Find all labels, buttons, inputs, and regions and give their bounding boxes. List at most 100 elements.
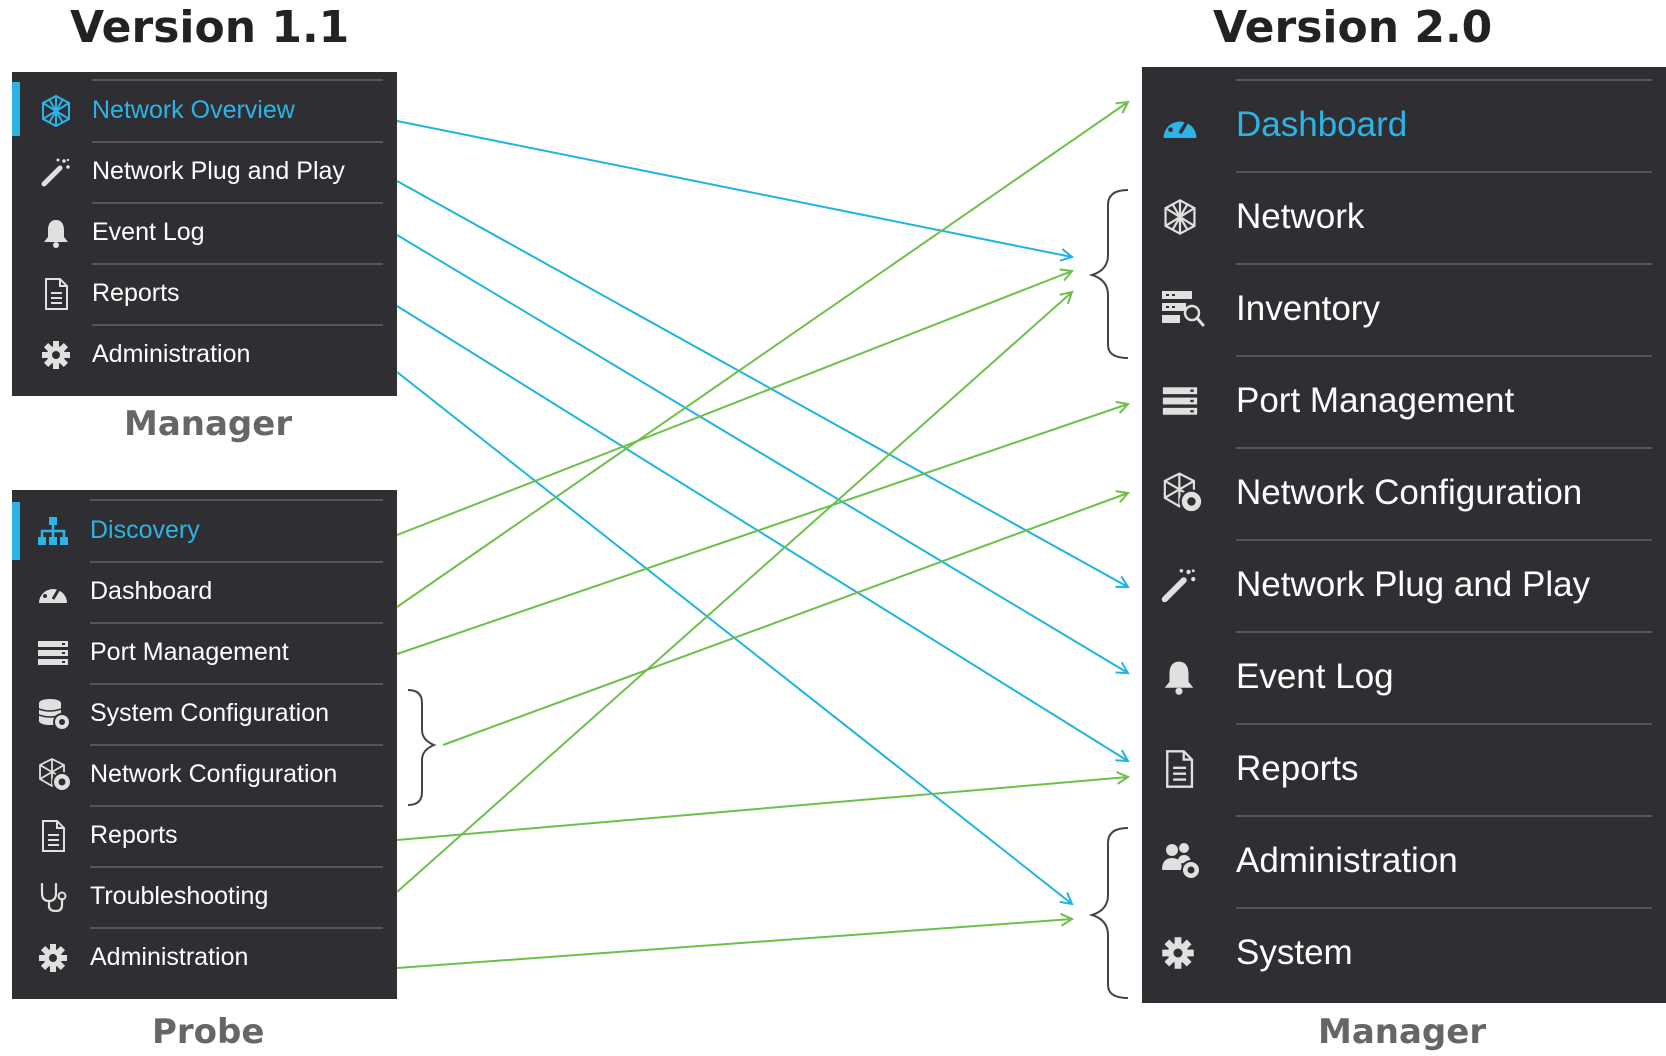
arrow-discovery — [396, 271, 1072, 536]
menu-item-label: System Configuration — [90, 699, 330, 727]
menu-item-administration[interactable]: Administration — [12, 324, 397, 385]
separator — [90, 744, 383, 746]
port-rack-icon — [36, 639, 70, 667]
menu-item-reports[interactable]: Reports — [12, 263, 397, 324]
document-icon — [40, 277, 72, 311]
menu-item-network-plug-and-play[interactable]: Network Plug and Play — [1142, 539, 1666, 631]
menu-item-label: Dashboard — [90, 577, 213, 605]
menu-item-label: Event Log — [92, 218, 205, 246]
menu-item-network-overview[interactable]: Network Overview — [12, 79, 397, 141]
probe-v1-caption: Probe — [152, 1012, 265, 1052]
arrow-event-log — [396, 234, 1128, 673]
separator — [1236, 79, 1652, 81]
menu-item-label: Discovery — [90, 516, 200, 544]
network-gear-icon — [1160, 470, 1206, 516]
menu-item-label: Reports — [92, 279, 180, 307]
menu-item-administration[interactable]: Administration — [12, 927, 397, 988]
separator — [90, 622, 383, 624]
arrow-port-management — [396, 404, 1128, 655]
menu-item-dashboard[interactable]: Dashboard — [1142, 79, 1666, 171]
brace-network-inventory — [1088, 189, 1129, 359]
active-indicator — [12, 502, 20, 560]
separator — [1236, 723, 1652, 725]
hierarchy-icon — [36, 515, 70, 547]
port-rack-icon — [1160, 385, 1200, 417]
menu-item-event-log[interactable]: Event Log — [12, 202, 397, 263]
gear-icon — [37, 942, 69, 974]
separator — [90, 927, 383, 929]
arrow-configuration — [442, 493, 1128, 746]
arrow-network-overview — [396, 120, 1072, 257]
document-icon — [37, 819, 69, 853]
menu-item-label: Port Management — [1236, 381, 1515, 420]
separator — [1236, 447, 1652, 449]
separator — [92, 263, 383, 265]
menu-item-label: Administration — [92, 340, 251, 368]
separator — [90, 683, 383, 685]
separator — [90, 805, 383, 807]
separator — [92, 79, 383, 81]
bell-icon — [1160, 658, 1198, 696]
menu-item-label: Administration — [90, 943, 249, 971]
arrow-reports — [396, 305, 1128, 761]
separator — [92, 324, 383, 326]
arrow-network-plug-and-play — [396, 180, 1128, 587]
arrow-probe-reports — [396, 777, 1128, 841]
left-heading: Version 1.1 — [70, 2, 350, 53]
network-overview-icon — [38, 93, 74, 129]
menu-item-label: Dashboard — [1236, 105, 1408, 144]
probe-v1-panel: Discovery Dashboard Port Management Syst… — [12, 490, 397, 999]
separator — [1236, 815, 1652, 817]
right-heading: Version 2.0 — [1213, 2, 1493, 53]
manager-v2-panel: Dashboard Network Inventory Port Managem… — [1142, 67, 1666, 1003]
separator — [1236, 171, 1652, 173]
separator — [1236, 907, 1652, 909]
menu-item-inventory[interactable]: Inventory — [1142, 263, 1666, 355]
magic-wand-icon — [1160, 566, 1198, 604]
menu-item-discovery[interactable]: Discovery — [12, 499, 397, 561]
dashboard-gauge-icon — [1160, 107, 1200, 143]
manager-v1-panel: Network Overview Network Plug and Play E… — [12, 72, 397, 396]
separator — [1236, 355, 1652, 357]
menu-item-label: Reports — [1236, 749, 1359, 788]
menu-item-reports[interactable]: Reports — [1142, 723, 1666, 815]
gear-icon — [40, 339, 72, 371]
menu-item-system-configuration[interactable]: System Configuration — [12, 683, 397, 744]
menu-item-port-management[interactable]: Port Management — [12, 622, 397, 683]
magic-wand-icon — [40, 156, 72, 188]
brace-administration-system — [1088, 827, 1129, 999]
menu-item-port-management[interactable]: Port Management — [1142, 355, 1666, 447]
stethoscope-icon — [37, 881, 69, 913]
menu-item-reports[interactable]: Reports — [12, 805, 397, 866]
menu-item-system[interactable]: System — [1142, 907, 1666, 999]
menu-item-administration[interactable]: Administration — [1142, 815, 1666, 907]
arrow-dashboard — [396, 102, 1128, 608]
inventory-search-icon — [1160, 289, 1206, 329]
menu-item-label: Administration — [1236, 841, 1458, 880]
bell-icon — [40, 217, 72, 249]
separator — [1236, 539, 1652, 541]
menu-item-dashboard[interactable]: Dashboard — [12, 561, 397, 622]
separator — [92, 202, 383, 204]
menu-item-label: System — [1236, 933, 1353, 972]
database-gear-icon — [36, 696, 72, 732]
menu-item-event-log[interactable]: Event Log — [1142, 631, 1666, 723]
menu-item-troubleshooting[interactable]: Troubleshooting — [12, 866, 397, 927]
menu-item-label: Network Overview — [92, 96, 295, 124]
menu-item-network-plug-and-play[interactable]: Network Plug and Play — [12, 141, 397, 202]
menu-item-network-configuration[interactable]: Network Configuration — [1142, 447, 1666, 539]
separator — [1236, 631, 1652, 633]
menu-item-network-configuration[interactable]: Network Configuration — [12, 744, 397, 805]
menu-item-label: Network Plug and Play — [92, 157, 345, 185]
arrow-troubleshooting — [396, 292, 1072, 893]
manager-v1-caption: Manager — [124, 404, 293, 444]
menu-item-label: Port Management — [90, 638, 289, 666]
menu-item-label: Troubleshooting — [90, 882, 269, 910]
manager-v2-caption: Manager — [1318, 1012, 1487, 1052]
document-icon — [1160, 749, 1198, 789]
menu-item-network[interactable]: Network — [1142, 171, 1666, 263]
dashboard-gauge-icon — [36, 577, 70, 607]
gear-icon — [1160, 935, 1196, 971]
active-indicator — [12, 82, 20, 136]
